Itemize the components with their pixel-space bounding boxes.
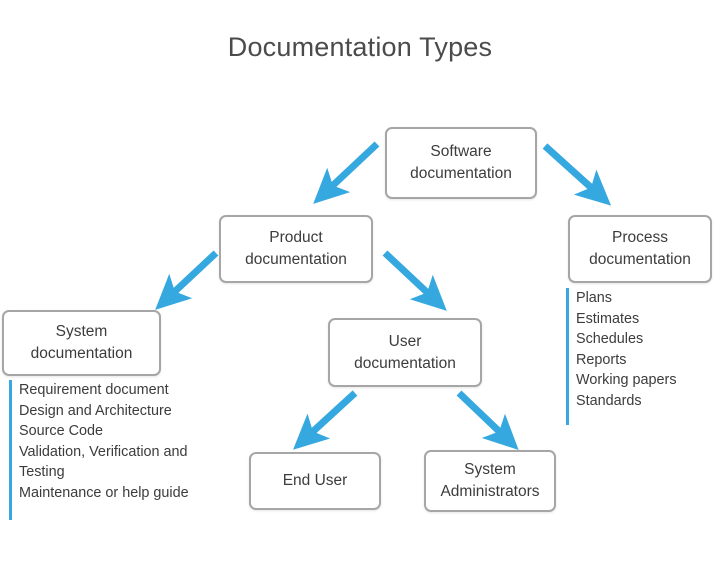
arrow-product-to-user	[382, 250, 447, 311]
node-line-2: Administrators	[440, 483, 540, 500]
list-system-documentation: Requirement document Design and Architec…	[9, 380, 224, 520]
page-title: Documentation Types	[227, 32, 493, 62]
node-line-2: documentation	[245, 251, 347, 268]
node-line-1: User	[388, 332, 422, 350]
arrow-user-to-system-administrators	[456, 390, 519, 451]
node-software-documentation-text: Software documentation	[398, 141, 524, 185]
node-user-documentation[interactable]: User documentation	[328, 318, 482, 387]
arrow-user-to-end-user	[293, 390, 358, 450]
arrow-software-to-process	[542, 143, 612, 206]
arrow-software-to-product	[313, 141, 380, 204]
list-item: Design and Architecture	[19, 402, 172, 419]
node-system-documentation[interactable]: System documentation	[2, 310, 161, 376]
node-line-1: Product	[269, 229, 323, 246]
list-item: Estimates	[576, 310, 640, 327]
list-item: Reports	[576, 351, 627, 368]
list-item: Requirement document	[19, 382, 169, 398]
list-process-documentation: Plans Estimates Schedules Reports Workin…	[566, 288, 716, 425]
list-item: Maintenance or help guide	[19, 484, 189, 501]
node-line-2: documentation	[589, 251, 691, 268]
list-item: Standards	[576, 392, 642, 409]
list-item: Validation, Verification and Testing	[19, 443, 188, 481]
node-line-2: documentation	[30, 345, 133, 362]
node-process-documentation[interactable]: Process documentation	[568, 215, 712, 283]
arrow-product-to-system	[155, 250, 219, 310]
node-user-documentation-text: User documentation	[342, 331, 468, 375]
node-line-1: End User	[282, 472, 348, 489]
node-software-documentation[interactable]: Software documentation	[385, 127, 537, 199]
node-system-administrators-text: System Administrators	[428, 459, 551, 503]
node-end-user[interactable]: End User	[249, 452, 381, 510]
node-line-1: Software	[430, 143, 492, 160]
list-item: Working papers	[576, 372, 677, 389]
node-line-1: Process	[612, 229, 668, 246]
node-line-1: System	[55, 323, 108, 340]
list-item: Plans	[576, 290, 612, 306]
node-product-documentation[interactable]: Product documentation	[219, 215, 373, 283]
node-product-documentation-text: Product documentation	[233, 227, 359, 271]
node-process-documentation-text: Process documentation	[577, 227, 703, 271]
node-system-administrators[interactable]: System Administrators	[424, 450, 556, 512]
node-line-1: System	[464, 461, 516, 478]
list-item: Schedules	[576, 331, 644, 348]
node-line-2: documentation	[354, 354, 456, 372]
node-system-documentation-text: System documentation	[19, 321, 145, 365]
list-item: Source Code	[19, 423, 103, 440]
node-line-2: documentation	[410, 165, 512, 182]
node-end-user-text: End User	[271, 470, 360, 492]
